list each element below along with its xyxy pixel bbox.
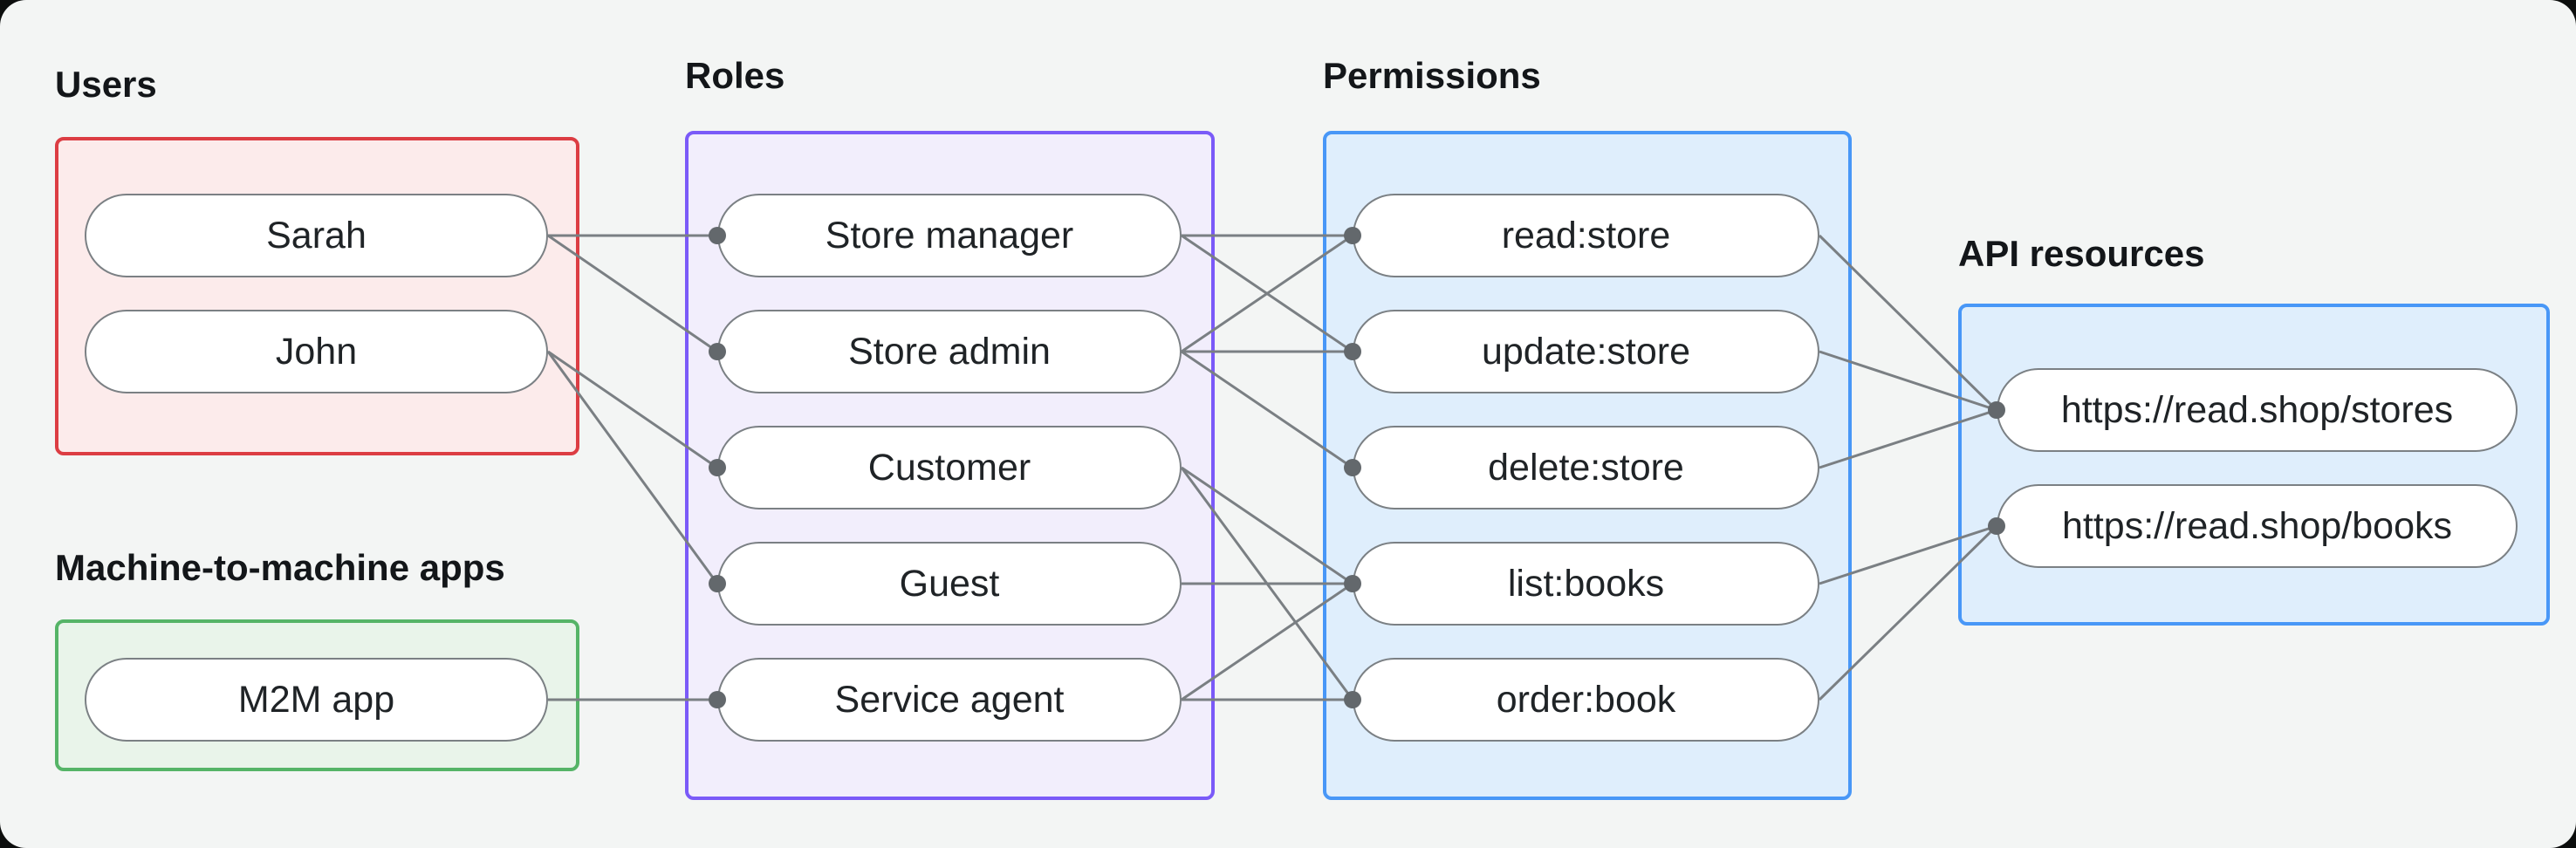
connector-dot-order-book xyxy=(1344,691,1361,708)
group-label-users: Users xyxy=(55,64,157,105)
edge-store-manager-to-update-store xyxy=(1181,234,1353,353)
group-label-roles: Roles xyxy=(685,55,785,96)
node-sarah: Sarah xyxy=(85,194,548,277)
group-label-m2m: Machine-to-machine apps xyxy=(55,547,505,588)
edge-store-admin-to-read-store xyxy=(1181,234,1353,353)
node-stores: https://read.shop/stores xyxy=(1997,368,2518,452)
node-store-manager: Store manager xyxy=(717,194,1182,277)
edge-update-store-to-stores xyxy=(1819,350,1997,412)
edge-customer-to-list-books xyxy=(1181,466,1353,585)
node-read-store: read:store xyxy=(1353,194,1819,277)
connector-dot-books xyxy=(1988,517,2005,535)
group-label-api: API resources xyxy=(1958,233,2205,274)
group-label-permissions: Permissions xyxy=(1323,55,1541,96)
edge-order-book-to-books xyxy=(1818,524,1998,701)
node-john: John xyxy=(85,310,548,393)
node-store-admin: Store admin xyxy=(717,310,1182,393)
node-update-store: update:store xyxy=(1353,310,1819,393)
connector-dot-store-manager xyxy=(709,227,726,244)
group-box-roles xyxy=(685,131,1215,800)
group-box-users xyxy=(55,137,579,455)
node-customer: Customer xyxy=(717,426,1182,509)
edge-list-books-to-books xyxy=(1819,524,1997,585)
connector-dot-stores xyxy=(1988,401,2005,419)
node-guest: Guest xyxy=(717,542,1182,626)
edge-john-to-customer xyxy=(547,350,718,469)
connector-dot-service-agent xyxy=(709,691,726,708)
group-box-api xyxy=(1958,304,2550,626)
node-service-agent: Service agent xyxy=(717,658,1182,742)
node-books: https://read.shop/books xyxy=(1997,484,2518,568)
connector-dot-guest xyxy=(709,575,726,592)
edge-delete-store-to-stores xyxy=(1819,408,1997,469)
edge-john-to-guest xyxy=(546,351,719,585)
edge-customer-to-order-book xyxy=(1180,467,1354,701)
group-box-m2m xyxy=(55,619,579,771)
node-delete-store: delete:store xyxy=(1353,426,1819,509)
connector-dot-list-books xyxy=(1344,575,1361,592)
connector-dot-read-store xyxy=(1344,227,1361,244)
connector-dot-delete-store xyxy=(1344,459,1361,476)
connector-dot-update-store xyxy=(1344,343,1361,360)
node-list-books: list:books xyxy=(1353,542,1819,626)
edge-read-store-to-stores xyxy=(1818,234,1998,412)
edge-store-admin-to-delete-store xyxy=(1181,350,1353,469)
edge-sarah-to-store-admin xyxy=(547,234,718,353)
group-box-permissions xyxy=(1323,131,1852,800)
connector-dot-customer xyxy=(709,459,726,476)
node-m2m-app: M2M app xyxy=(85,658,548,742)
node-order-book: order:book xyxy=(1353,658,1819,742)
connector-dot-store-admin xyxy=(709,343,726,360)
edge-service-agent-to-list-books xyxy=(1181,582,1353,701)
